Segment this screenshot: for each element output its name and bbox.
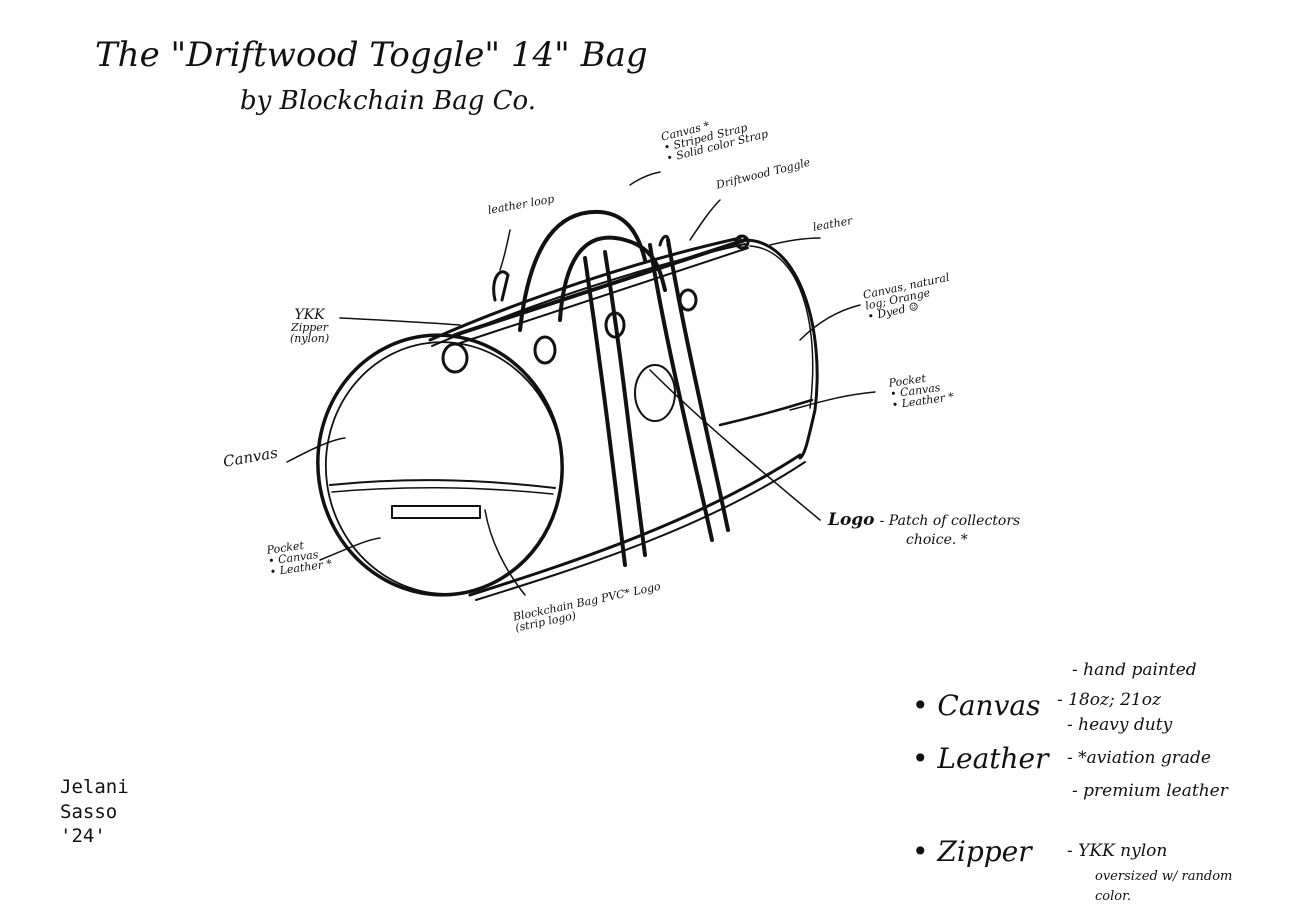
- bag-body-top: [428, 236, 742, 342]
- logo-callout-note-2: choice. *: [906, 532, 968, 548]
- spec-canvas-note-3: - heavy duty: [1067, 715, 1173, 735]
- signature-line-2: Sasso: [60, 800, 118, 823]
- spec-leather-note-1: - *aviation grade: [1067, 748, 1211, 768]
- signature-line-1: Jelani: [60, 776, 129, 798]
- bag-end-left: [316, 333, 564, 597]
- spec-leather-note-2: - premium leather: [1072, 781, 1228, 801]
- signature: Jelani Sasso '24': [60, 775, 129, 849]
- pvc-logo-strip: [391, 505, 481, 519]
- ykk-callout-line-1: YKK: [294, 307, 325, 323]
- logo-callout-note-1: - Patch of collectors: [879, 513, 1021, 529]
- page-title: The "Driftwood Toggle" 14" Bag: [95, 35, 648, 75]
- spec-canvas-note-2: - 18oz; 21oz: [1057, 690, 1161, 710]
- strap-front-2: [648, 243, 714, 542]
- spec-leather-label: • Leather: [912, 742, 1049, 775]
- page-subtitle: by Blockchain Bag Co.: [240, 86, 536, 116]
- end-pocket-line: [329, 479, 556, 489]
- bag-end-right: [743, 238, 819, 460]
- handle-1: [518, 209, 647, 332]
- ykk-callout: YKK Zipper (nylon): [290, 308, 329, 344]
- spec-zipper-note-1: - YKK nylon: [1067, 841, 1168, 861]
- spec-zipper-note-2: oversized w/ random: [1095, 869, 1233, 884]
- toggle-1: [441, 342, 469, 374]
- strap-front-1: [583, 256, 627, 567]
- logo-patch: [634, 364, 676, 422]
- ykk-callout-line-3: (nylon): [290, 332, 330, 345]
- logo-callout: Logo - Patch of collectors choice. *: [828, 510, 1021, 548]
- side-pocket-line: [718, 398, 814, 427]
- zipper-line: [453, 238, 747, 337]
- ykk-callout-line-2: Zipper: [291, 321, 329, 334]
- spec-canvas-label: • Canvas: [912, 689, 1041, 722]
- spec-canvas-note-1: - hand painted: [1072, 660, 1197, 680]
- spec-zipper-label: • Zipper: [912, 835, 1032, 868]
- signature-line-3: '24': [60, 825, 106, 848]
- spec-zipper-note-3: color.: [1095, 889, 1132, 904]
- logo-callout-label: Logo: [828, 510, 875, 530]
